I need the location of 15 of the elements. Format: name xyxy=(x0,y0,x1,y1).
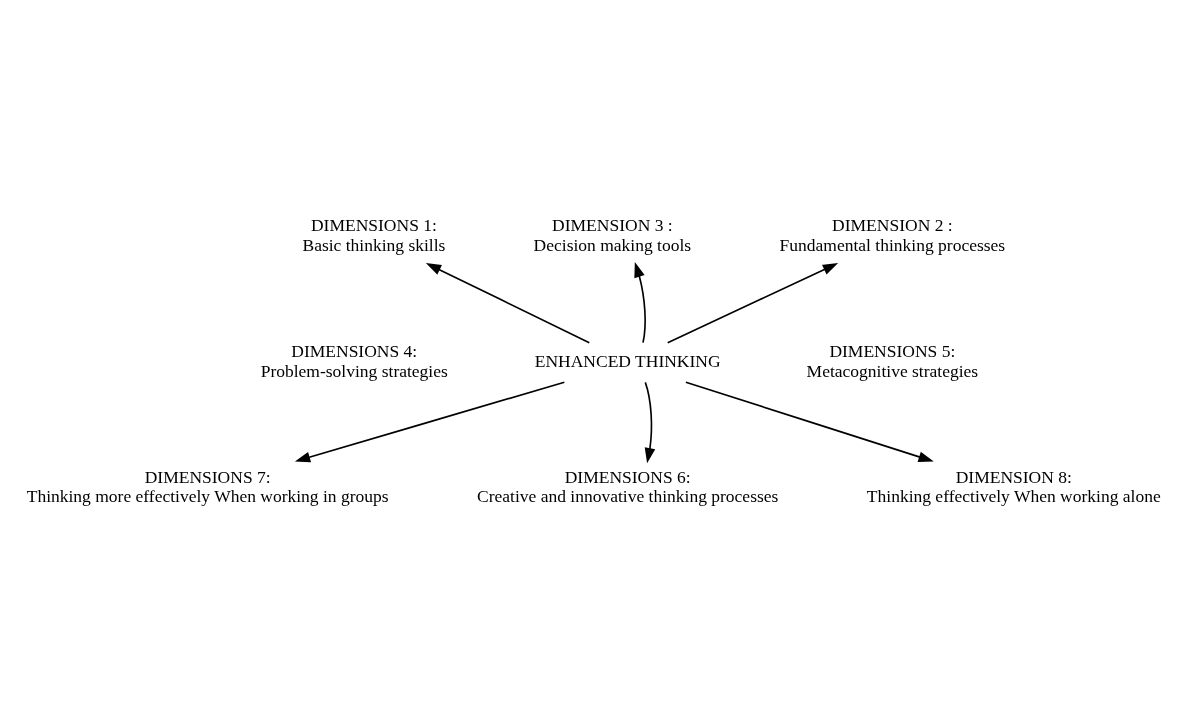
node-text: DIMENSIONS 1: Basic thinking skills xyxy=(302,214,446,255)
arrow xyxy=(294,380,566,462)
arrow xyxy=(666,262,839,344)
arrow xyxy=(685,380,934,462)
arrow xyxy=(644,381,656,463)
arrow xyxy=(425,262,591,344)
node-text: DIMENSION 3 : Decision making tools xyxy=(533,214,692,255)
node-text: DIMENSIONS 5: Metacognitive strategies xyxy=(806,340,979,380)
node-text: DIMENSIONS 7: Thinking more effectively When working in groups xyxy=(26,466,389,506)
node-text: DIMENSION 2 : Fundamental thinking processes xyxy=(779,214,1006,255)
node-text: DIMENSION 8: Thinking effectively When working alone xyxy=(866,466,1161,506)
node-text: DIMENSIONS 4: Problem-solving strategies xyxy=(260,340,448,380)
node-text: DIMENSIONS 6: Creative and innovative thinking processes xyxy=(477,466,779,506)
node-text: ENHANCED THINKING xyxy=(534,350,721,371)
arrow xyxy=(634,261,646,343)
